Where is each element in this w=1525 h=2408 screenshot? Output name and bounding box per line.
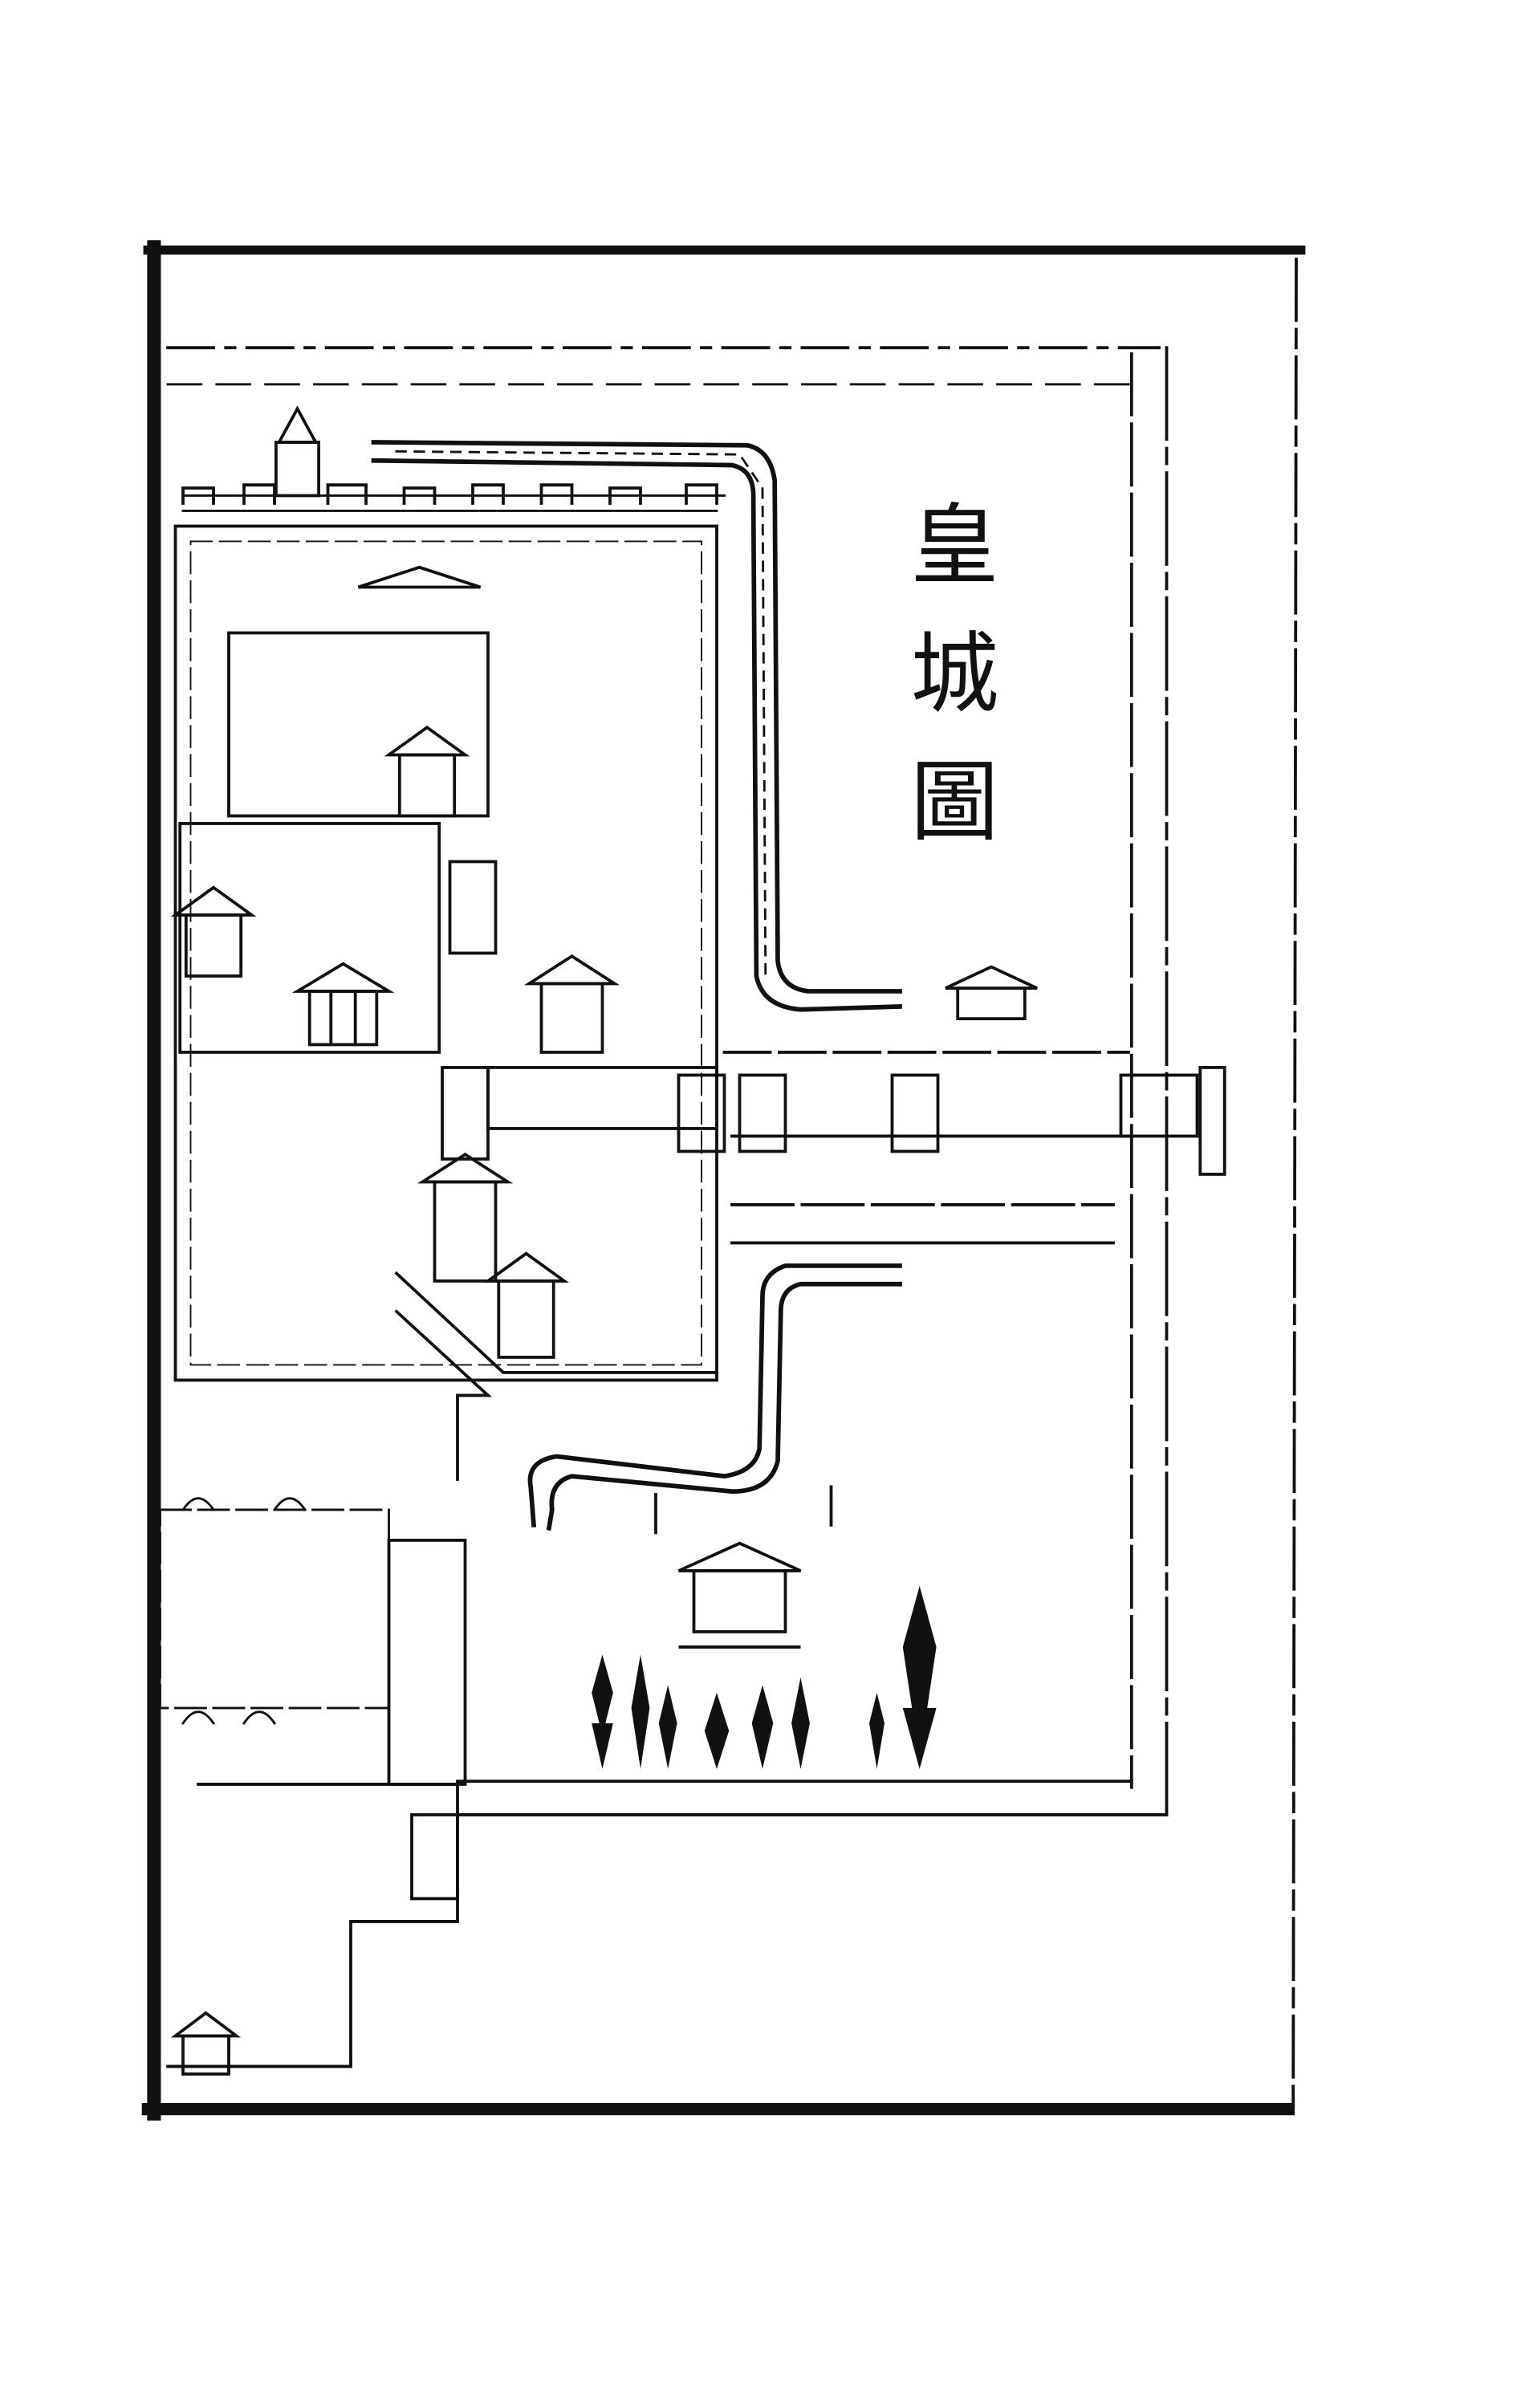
crenellations: [181, 483, 718, 505]
pavilions: [170, 405, 1226, 2076]
tree: [631, 1654, 650, 1769]
pavilion: [945, 965, 1038, 1021]
southwest-blocks: [159, 1485, 833, 2068]
palace-walls: [173, 494, 726, 1481]
tree: [658, 1685, 677, 1769]
page-frame: [141, 240, 1306, 2121]
pavilion: [890, 1073, 940, 1153]
pavilion: [738, 1073, 787, 1153]
pavilion: [523, 954, 620, 1054]
pavilion: [677, 1541, 802, 1649]
tree: [791, 1677, 810, 1769]
moat: [371, 440, 902, 1531]
tree: [751, 1685, 774, 1769]
east-avenue: [722, 1051, 1199, 1245]
pavilion: [1198, 1066, 1226, 1176]
pavilion: [274, 405, 320, 498]
pavilion: [357, 565, 482, 589]
title-char: 圖: [910, 750, 998, 853]
trees: [592, 1585, 937, 1769]
outer-city-wall: [166, 346, 1169, 1820]
pavilion: [384, 725, 470, 818]
title-char: 皇: [910, 494, 998, 597]
pavilion: [170, 2011, 242, 2076]
pavilion: [410, 1813, 459, 1901]
title-char: 城: [910, 623, 998, 726]
tree: [902, 1585, 937, 1769]
pavilion: [170, 885, 257, 978]
pavilion: [483, 1251, 569, 1359]
tree: [704, 1692, 730, 1769]
pavilion: [291, 962, 395, 1047]
map-title: 皇 城 圖: [910, 494, 998, 853]
tree: [869, 1692, 885, 1769]
pavilion: [417, 1152, 514, 1283]
tree: [592, 1654, 613, 1769]
